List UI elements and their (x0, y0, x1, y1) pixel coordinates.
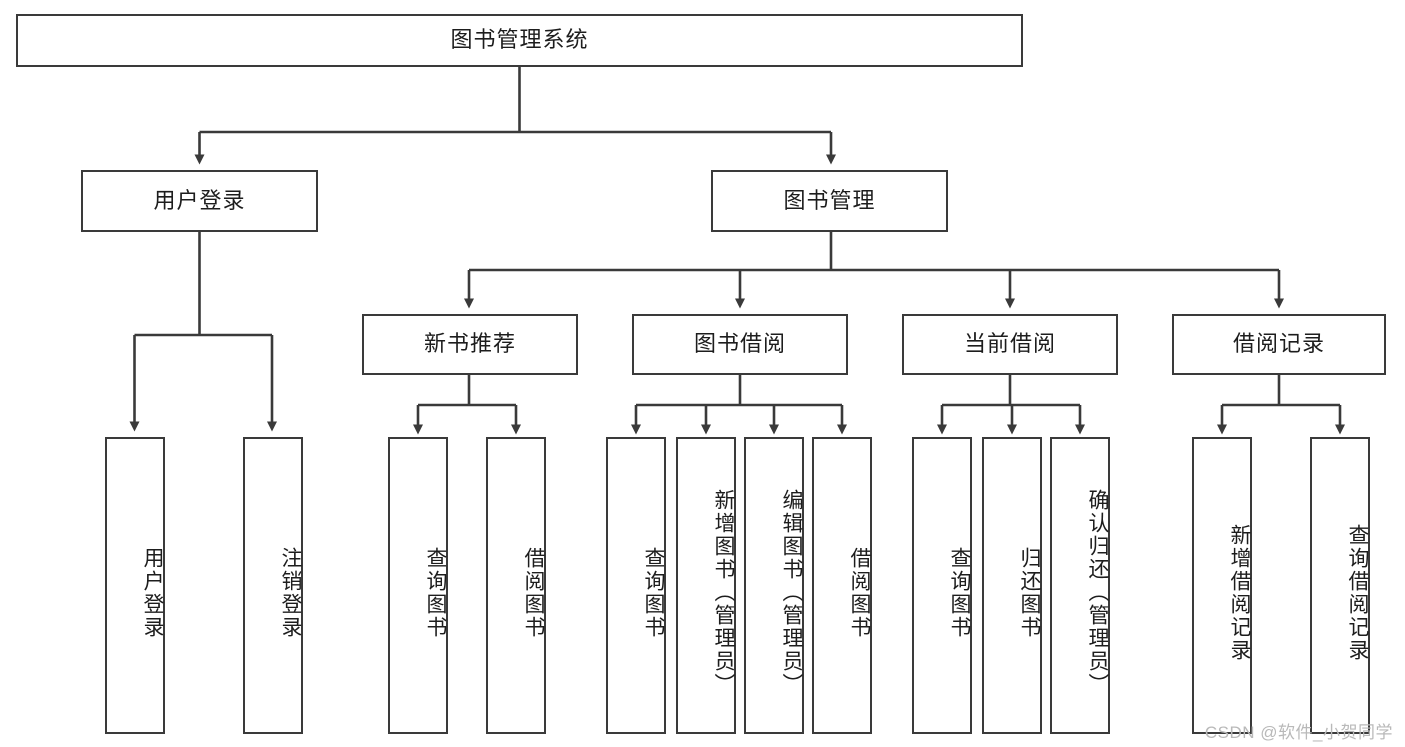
leaf-logout-label: 注销登录 (279, 546, 302, 639)
node-current-borrow-label: 当前借阅 (963, 331, 1056, 357)
link-book-manage-to-level3 (464, 232, 1284, 309)
leaf-add-borrow-record[interactable]: 新增借阅记录 (1192, 437, 1252, 734)
node-new-book-rec[interactable]: 新书推荐 (362, 314, 578, 375)
leaf-return-book[interactable]: 归还图书 (982, 437, 1042, 734)
link-root-to-level2 (194, 67, 836, 165)
link-user-login-to-leaves (129, 232, 277, 432)
leaf-query-book-borrow[interactable]: 查询图书 (606, 437, 666, 734)
node-new-book-rec-label: 新书推荐 (423, 331, 516, 357)
leaf-add-book[interactable]: 新增图书（管理员） (676, 437, 736, 734)
leaf-borrow-book-rec[interactable]: 借阅图书 (486, 437, 546, 734)
leaf-query-book-current[interactable]: 查询图书 (912, 437, 972, 734)
leaf-borrow-book[interactable]: 借阅图书 (812, 437, 872, 734)
node-borrow-record[interactable]: 借阅记录 (1172, 314, 1386, 375)
node-user-login[interactable]: 用户登录 (81, 170, 318, 232)
leaf-user-login-label: 用户登录 (141, 546, 164, 639)
node-root-label: 图书管理系统 (450, 27, 589, 53)
node-book-borrow[interactable]: 图书借阅 (632, 314, 848, 375)
leaf-logout[interactable]: 注销登录 (243, 437, 303, 734)
leaf-borrow-book-label: 借阅图书 (848, 546, 871, 639)
link-borrow-record-to-leaves (1217, 375, 1345, 435)
leaf-query-borrow-record-label: 查询借阅记录 (1346, 523, 1369, 662)
leaf-edit-book-label: 编辑图书（管理员） (780, 489, 803, 696)
node-borrow-record-label: 借阅记录 (1232, 331, 1325, 357)
leaf-add-book-label: 新增图书（管理员） (712, 489, 735, 696)
leaf-edit-book[interactable]: 编辑图书（管理员） (744, 437, 804, 734)
leaf-query-book-rec[interactable]: 查询图书 (388, 437, 448, 734)
leaf-query-borrow-record[interactable]: 查询借阅记录 (1310, 437, 1370, 734)
node-book-manage-label: 图书管理 (783, 187, 876, 213)
node-book-borrow-label: 图书借阅 (693, 331, 786, 357)
node-root[interactable]: 图书管理系统 (16, 14, 1023, 67)
link-book-borrow-to-leaves (631, 375, 847, 435)
leaf-user-login[interactable]: 用户登录 (105, 437, 165, 734)
leaf-return-book-label: 归还图书 (1018, 546, 1041, 639)
leaf-confirm-return-label: 确认归还（管理员） (1086, 489, 1109, 696)
leaf-add-borrow-record-label: 新增借阅记录 (1228, 523, 1251, 662)
node-book-manage[interactable]: 图书管理 (711, 170, 948, 232)
leaf-borrow-book-rec-label: 借阅图书 (522, 546, 545, 639)
leaf-query-book-borrow-label: 查询图书 (642, 546, 665, 639)
node-current-borrow[interactable]: 当前借阅 (902, 314, 1118, 375)
node-user-login-label: 用户登录 (153, 187, 246, 213)
leaf-query-book-current-label: 查询图书 (948, 546, 971, 639)
link-current-borrow-to-leaves (937, 375, 1085, 435)
link-new-book-rec-to-leaves (413, 375, 521, 435)
csdn-watermark: CSDN @软件_小贺同学 (1204, 723, 1393, 742)
leaf-confirm-return[interactable]: 确认归还（管理员） (1050, 437, 1110, 734)
leaf-query-book-rec-label: 查询图书 (424, 546, 447, 639)
